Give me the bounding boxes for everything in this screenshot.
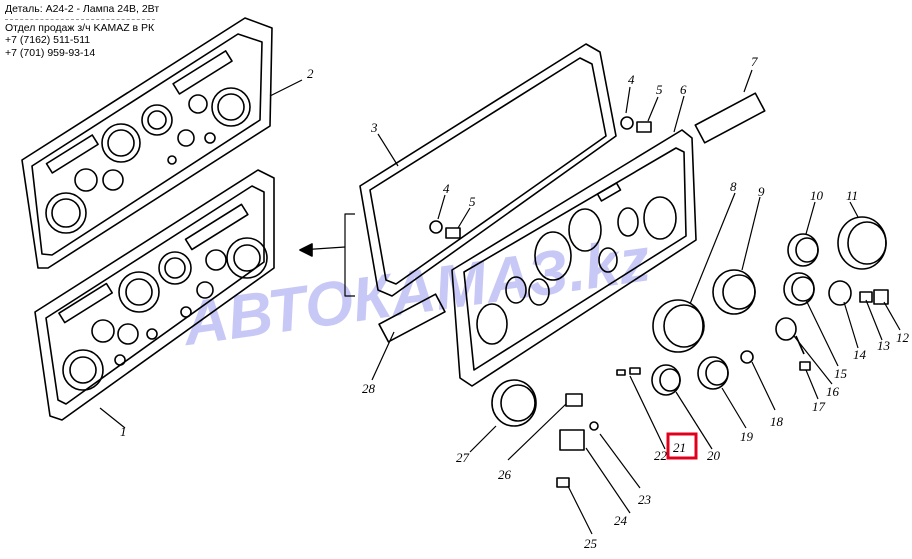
indicator-block-28 xyxy=(378,293,446,343)
gauge-10 xyxy=(787,233,819,267)
callout-5-lower: 5 xyxy=(469,194,476,209)
clip-4-upper xyxy=(620,116,634,130)
lamp-21 xyxy=(629,367,641,375)
part-23 xyxy=(589,421,599,431)
leader-lines xyxy=(99,69,901,535)
callout-1: 1 xyxy=(120,424,127,439)
gauge-20 xyxy=(651,364,681,396)
gauge-14 xyxy=(828,280,852,306)
part-17 xyxy=(799,361,811,371)
callout-24: 24 xyxy=(614,513,628,528)
callout-26: 26 xyxy=(498,467,512,482)
facing-panel-6 xyxy=(451,129,697,387)
callout-4-upper: 4 xyxy=(628,72,635,87)
phone-1: +7 (7162) 511-511 xyxy=(5,34,91,46)
screw-5-lower xyxy=(445,227,461,239)
gauge-9 xyxy=(712,269,756,315)
arrow-head xyxy=(299,243,313,257)
callout-labels: 2 1 3 4 5 6 7 4 5 8 9 10 11 12 13 14 15 … xyxy=(120,54,910,551)
callout-3: 3 xyxy=(370,120,378,135)
part-25 xyxy=(556,477,570,488)
callout-15: 15 xyxy=(834,366,848,381)
callout-12: 12 xyxy=(896,330,910,345)
header-divider xyxy=(5,18,155,20)
clip-4-lower xyxy=(429,220,443,234)
gauge-27 xyxy=(491,379,537,427)
sales-department: Отдел продаж з/ч KAMAZ в РК xyxy=(5,21,155,34)
glass-3 xyxy=(359,43,617,297)
indicator-block-7 xyxy=(694,92,766,144)
callout-25: 25 xyxy=(584,536,598,551)
callout-9: 9 xyxy=(758,184,765,199)
callout-28: 28 xyxy=(362,381,376,396)
header-info: Деталь: А24-2 - Лампа 24В, 2Вт Отдел про… xyxy=(5,3,159,59)
part-12 xyxy=(873,289,889,305)
callout-11: 11 xyxy=(846,188,858,203)
callout-13: 13 xyxy=(877,338,891,353)
part-13 xyxy=(859,291,873,303)
callout-20: 20 xyxy=(707,448,721,463)
callout-10: 10 xyxy=(810,188,824,203)
callout-18: 18 xyxy=(770,414,784,429)
nut-18 xyxy=(740,350,754,364)
gauge-8 xyxy=(652,299,705,353)
callout-23: 23 xyxy=(638,492,652,507)
callout-27: 27 xyxy=(456,450,470,465)
callout-17: 17 xyxy=(812,399,826,414)
screw-5-upper xyxy=(636,121,652,133)
part-26 xyxy=(565,393,583,407)
callout-8: 8 xyxy=(730,179,737,194)
callout-22: 22 xyxy=(654,448,668,463)
callout-14: 14 xyxy=(853,347,867,362)
part-24 xyxy=(559,429,585,451)
callout-21: 21 xyxy=(673,440,686,455)
gauge-15 xyxy=(783,272,815,306)
callout-2: 2 xyxy=(307,66,314,81)
callout-4-lower: 4 xyxy=(443,181,450,196)
gauge-11 xyxy=(837,216,887,270)
callout-5-upper: 5 xyxy=(656,82,663,97)
callout-6: 6 xyxy=(680,82,687,97)
instrument-panel-lower xyxy=(34,169,275,421)
switch-16 xyxy=(775,317,805,355)
callout-19: 19 xyxy=(740,429,754,444)
instrument-panel-upper xyxy=(21,17,273,269)
part-22 xyxy=(616,369,626,376)
detail-title: Деталь: А24-2 - Лампа 24В, 2Вт xyxy=(5,3,160,15)
highlight-box-21 xyxy=(666,432,698,460)
callout-7: 7 xyxy=(751,54,758,69)
callout-16: 16 xyxy=(826,384,840,399)
phone-2: +7 (701) 959-93-14 xyxy=(5,46,96,59)
gauge-19 xyxy=(697,356,729,390)
